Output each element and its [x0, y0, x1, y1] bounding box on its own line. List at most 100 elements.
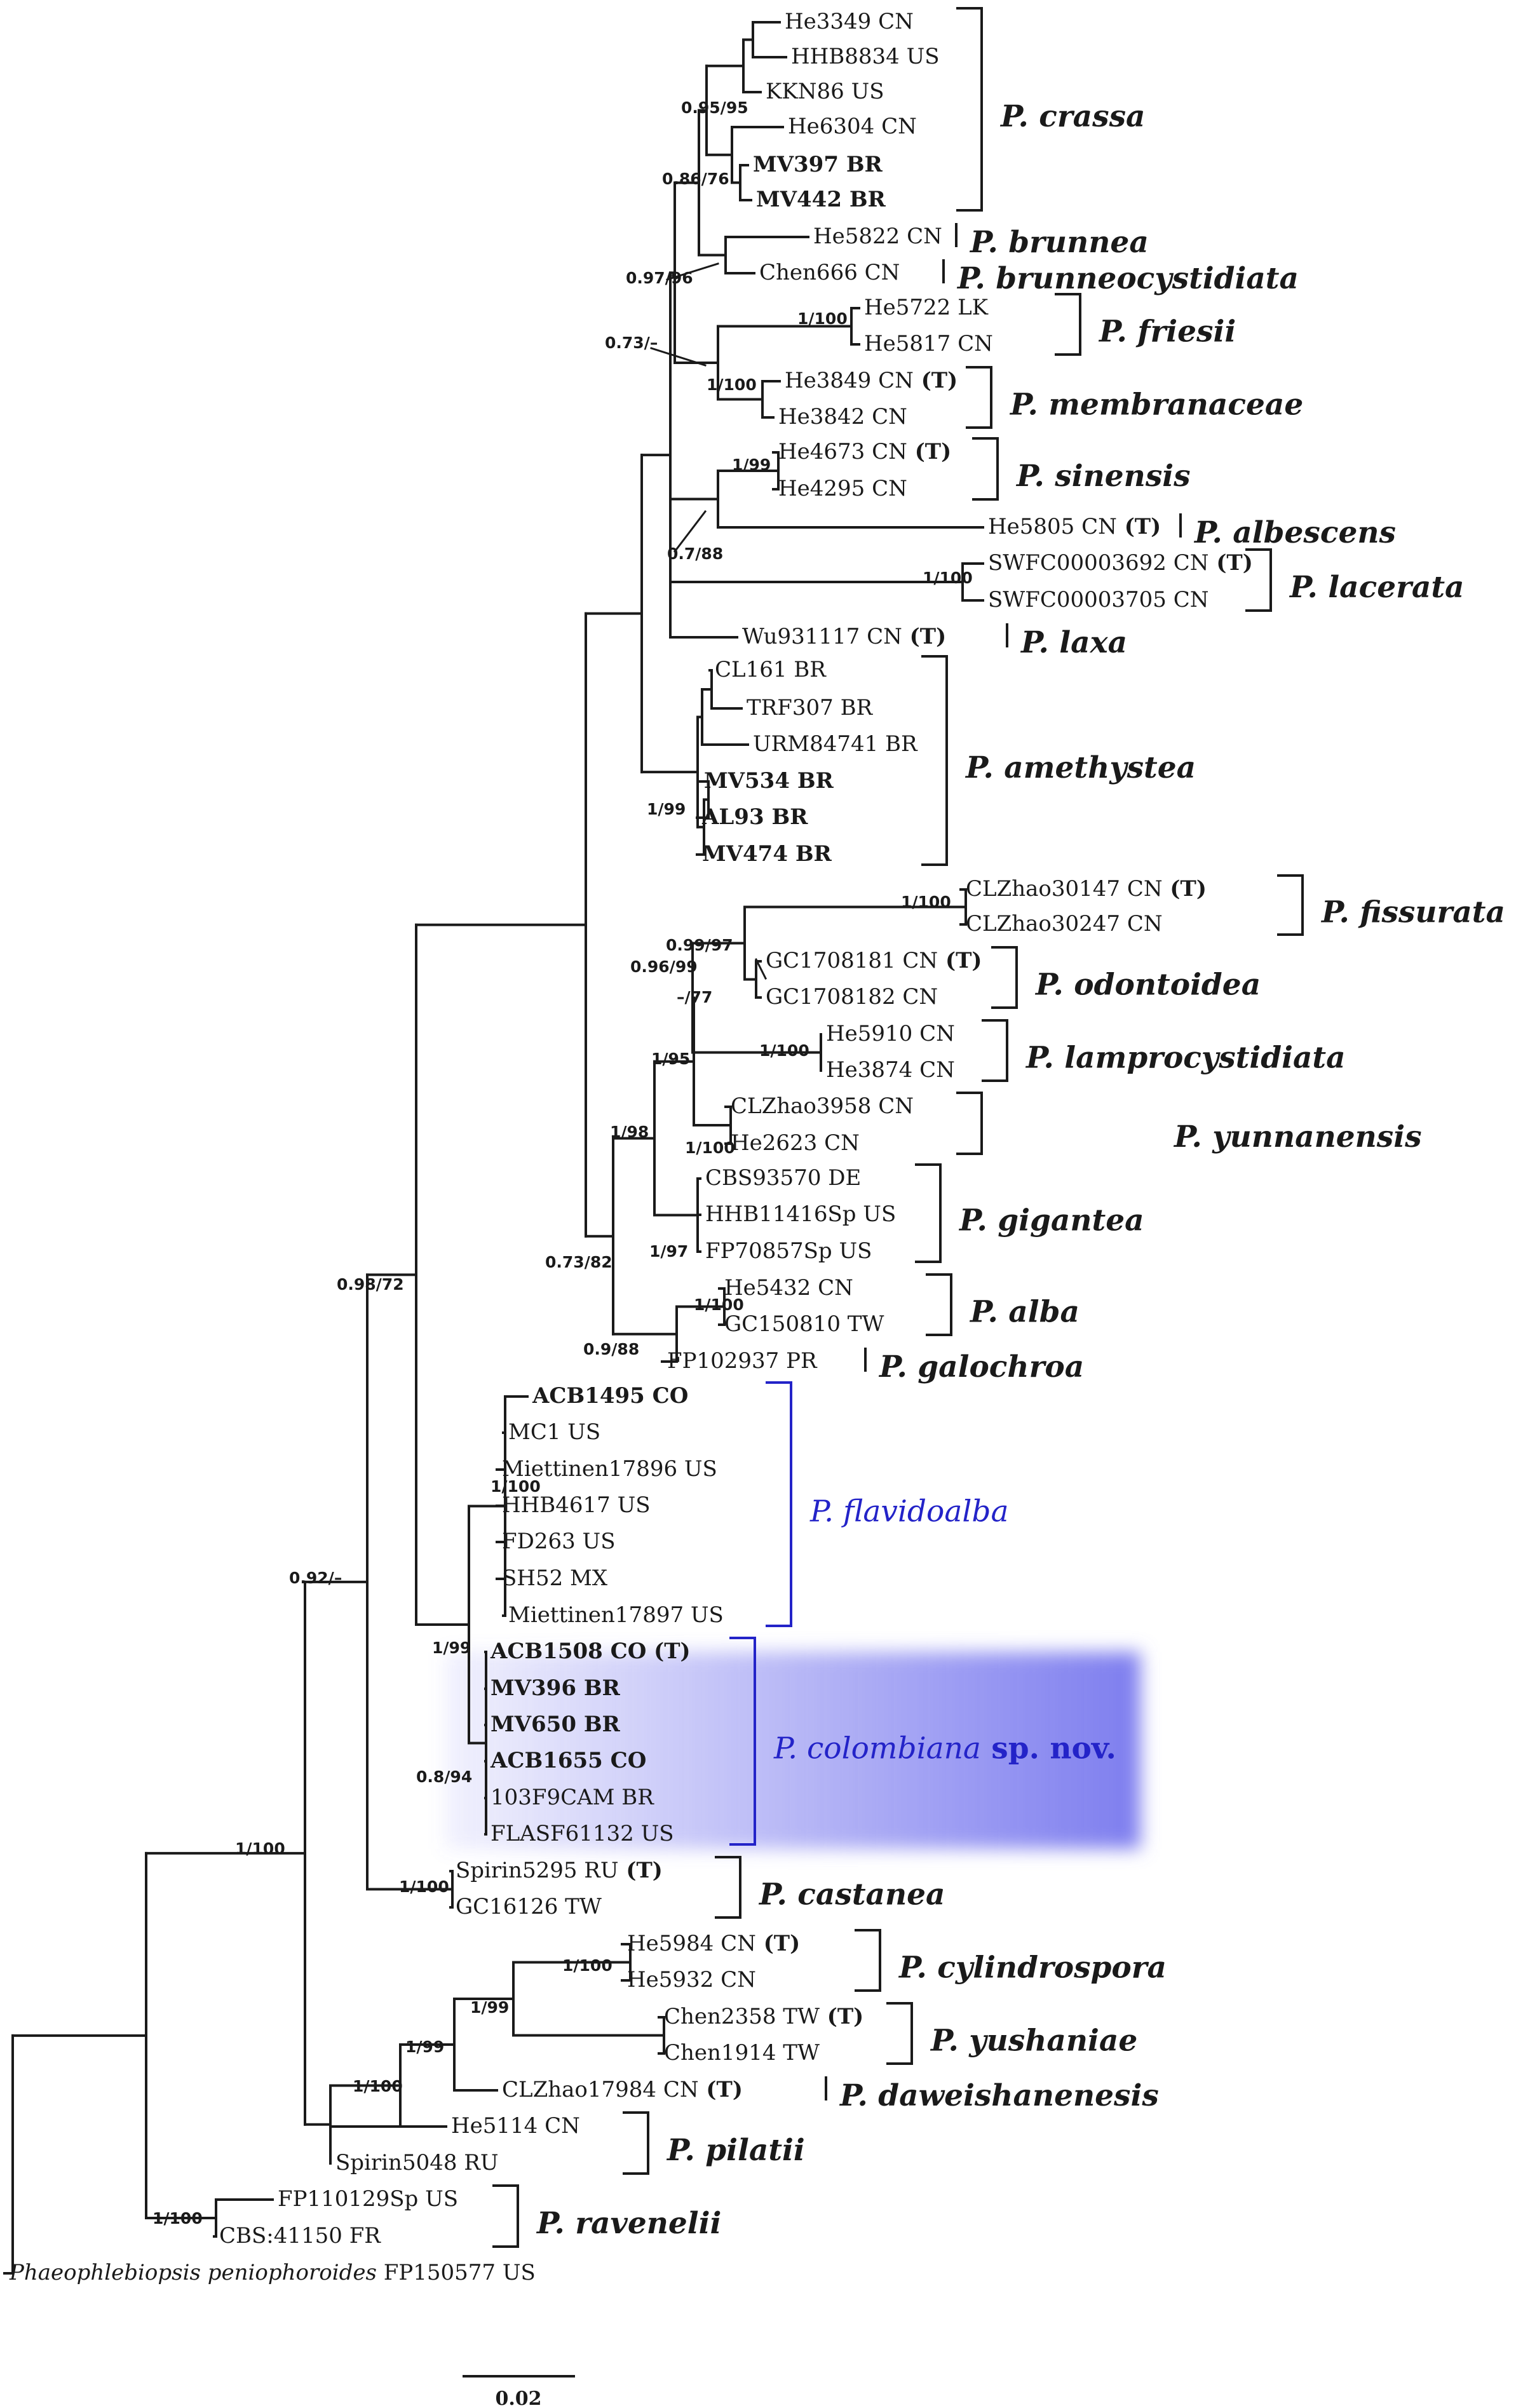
tip-label: Chen666 CN [759, 260, 900, 285]
tip-label: Chen2358 TW (T) [664, 2004, 863, 2029]
tip-label: MV534 BR [704, 768, 834, 794]
support-value: 0.86/76 [662, 170, 729, 188]
tip-label: Wu931117 CN (T) [742, 624, 946, 649]
tip-label: He5114 CN [451, 2113, 580, 2139]
support-value: 1/99 [647, 800, 686, 818]
support-value: 1/100 [759, 1041, 809, 1060]
scale-bar: 0.02 [463, 2375, 575, 2408]
tip-label: SWFC00003692 CN (T) [988, 550, 1253, 576]
tip-label: SWFC00003705 CN [988, 587, 1208, 612]
support-value: 0.73/82 [545, 1253, 612, 1271]
tip-label: MV442 BR [756, 187, 886, 212]
support-value: 0.8/94 [416, 1768, 472, 1786]
clade-label: P. lacerata [1289, 570, 1465, 605]
clade-bracket [956, 7, 983, 212]
clade-label: P. odontoidea [1034, 968, 1261, 1003]
tip-label: HHB4617 US [502, 1492, 651, 1518]
clade-label: P. pilatii [666, 2133, 805, 2168]
tip-label: He5822 CN [813, 224, 942, 249]
support-value: 0.7/88 [667, 545, 723, 563]
tip-label: He5817 CN [864, 331, 993, 356]
clade-bracket [623, 2111, 649, 2175]
support-value: 1/100 [707, 375, 757, 394]
support-value: 0.9/88 [583, 1340, 639, 1358]
clade-bracket [991, 946, 1018, 1009]
tip-label: GC16126 TW [456, 1894, 602, 1919]
support-value: 1/100 [491, 1477, 541, 1496]
clade-label: P. castanea [758, 1877, 945, 1912]
support-leader [754, 957, 768, 980]
clade-label: P. ravenelii [536, 2206, 721, 2241]
tip-label: He4295 CN [778, 476, 907, 501]
support-value: 0.99/97 [666, 936, 733, 954]
clade-label: P. crassa [999, 99, 1146, 134]
tip-label: He6304 CN [788, 114, 917, 139]
clade-label: P. cylindrospora [898, 1951, 1167, 1985]
clade-bracket [492, 2184, 519, 2248]
support-value: 1/100 [562, 1956, 612, 1975]
tip-label: GC1708181 CN (T) [766, 948, 982, 973]
tip-label: ACB1655 CO [490, 1748, 646, 1773]
clade-label: P. sinensis [1015, 459, 1191, 494]
clade-bracket [982, 1019, 1008, 1082]
tip-label: He5805 CN (T) [988, 514, 1161, 539]
tip-label: He5932 CN [627, 1967, 756, 1992]
tip-label: He4673 CN (T) [778, 439, 951, 464]
clade-label: P. amethystea [964, 750, 1196, 785]
support-value: 1/100 [353, 2077, 403, 2095]
clade-bracket [972, 437, 999, 501]
clade-label: P. brunnea [969, 225, 1149, 260]
clade-bracket [956, 1092, 983, 1155]
tip-label: He2623 CN [731, 1130, 860, 1156]
support-leader [650, 347, 707, 367]
support-leader [666, 262, 719, 281]
support-value: 1/100 [685, 1139, 735, 1157]
clade-label: P. alba [969, 1295, 1079, 1330]
tip-label: MV396 BR [491, 1675, 621, 1701]
tip-label: ACB1495 CO [532, 1383, 688, 1409]
clade-label: P. flavidoalba [809, 1494, 1008, 1529]
tip-label: He5722 LK [864, 295, 989, 320]
support-value: 1/99 [470, 1998, 509, 2017]
clade-label: P. yushaniae [930, 2024, 1137, 2059]
support-value: 1/95 [651, 1050, 690, 1068]
tip-label: Phaeophlebiopsis peniophoroides FP150577… [9, 2260, 536, 2285]
tip-label: MV650 BR [491, 1712, 621, 1737]
clade-brackets [492, 7, 1304, 2248]
tree-branches [3, 21, 984, 2275]
tip-label: He5432 CN [724, 1275, 853, 1301]
clade-label: P. albescens [1193, 515, 1396, 550]
support-value: 1/100 [235, 1839, 285, 1858]
scale-bar-label: 0.02 [495, 2388, 541, 2408]
support-value: –/77 [677, 988, 712, 1006]
clade-label: P. gigantea [958, 1203, 1144, 1238]
support-value: 1/100 [923, 569, 973, 587]
tip-label: MV474 BR [702, 841, 832, 867]
support-value: 1/99 [432, 1639, 471, 1657]
clade-bracket [855, 1929, 881, 1992]
tip-label: HHB8834 US [791, 44, 940, 69]
tip-label: TRF307 BR [747, 695, 874, 720]
tip-label: CBS:41150 FR [219, 2223, 381, 2249]
tip-label: Spirin5048 RU [335, 2150, 499, 2175]
tip-label: Chen1914 TW [664, 2040, 820, 2066]
support-value: 1/98 [610, 1123, 649, 1141]
support-value: 0.92/– [289, 1569, 342, 1587]
support-value: 1/100 [797, 309, 848, 328]
tip-label: CBS93570 DE [705, 1165, 861, 1191]
clade-label: P. colombiana sp. nov. [773, 1731, 1116, 1766]
tip-label: GC1708182 CN [766, 984, 938, 1010]
colombiana-highlight [445, 1652, 1140, 1849]
tip-label: URM84741 BR [753, 731, 918, 757]
clade-bracket [715, 1856, 741, 1919]
support-value: 1/100 [152, 2209, 203, 2228]
tip-label: CL161 BR [715, 657, 827, 682]
support-value: 1/100 [901, 893, 951, 911]
clade-bracket [1245, 548, 1272, 612]
clade-bracket [1277, 874, 1304, 936]
clade-label: P. friesii [1098, 315, 1236, 349]
clade-bracket [966, 366, 992, 429]
clade-bracket [915, 1163, 942, 1263]
